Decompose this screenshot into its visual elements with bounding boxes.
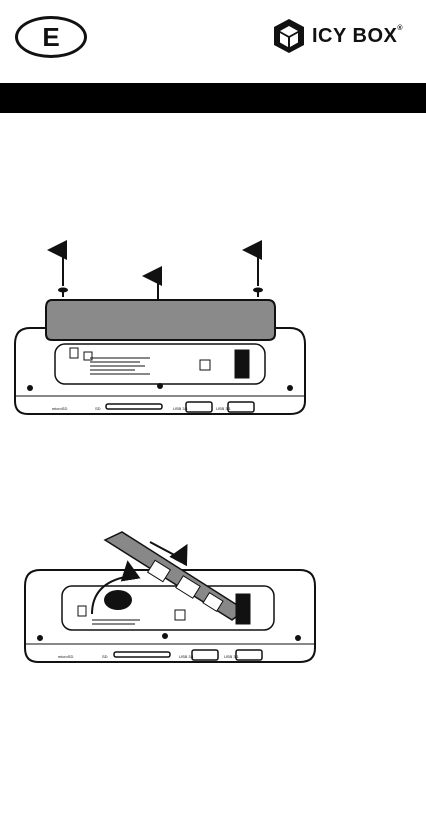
cover-plate	[46, 300, 275, 340]
language-code: E	[42, 24, 59, 50]
microsd-label: microSD	[52, 406, 67, 411]
insert-ssd-drawing: microSD SD USB 3.1 USB 3.1	[0, 518, 426, 678]
cube-icon	[272, 18, 306, 54]
usb-label-3: USB 3.1	[179, 654, 195, 659]
screw-left-icon	[58, 288, 68, 298]
usb-label-4: USB 3.1	[224, 654, 240, 659]
usb-port-1	[186, 402, 212, 412]
sd-slot	[106, 404, 162, 409]
usb-port-3	[192, 650, 218, 660]
usb-port-2	[228, 402, 254, 412]
insert-ssd-figure: microSD SD USB 3.1 USB 3.1	[0, 518, 426, 678]
remove-cover-figure: microSD SD USB 3.1 USB 3.1	[0, 236, 426, 436]
sd-slot-2	[114, 652, 170, 657]
sd-label-2: SD	[102, 654, 108, 659]
icy-box-logo: ICY BOX®	[272, 18, 403, 54]
language-badge: E	[15, 16, 87, 58]
microsd-label-2: microSD	[58, 654, 73, 659]
ssd-pad	[104, 590, 132, 610]
brand-name: ICY BOX®	[312, 25, 403, 48]
screw-right-icon	[253, 288, 263, 298]
usb-label-1: USB 3.1	[173, 406, 189, 411]
title-bar	[0, 83, 426, 113]
remove-cover-drawing: microSD SD USB 3.1 USB 3.1	[0, 236, 426, 436]
usb-port-4	[236, 650, 262, 660]
inner-tray	[55, 344, 265, 384]
sd-label: SD	[95, 406, 101, 411]
usb-label-2: USB 3.1	[216, 406, 232, 411]
